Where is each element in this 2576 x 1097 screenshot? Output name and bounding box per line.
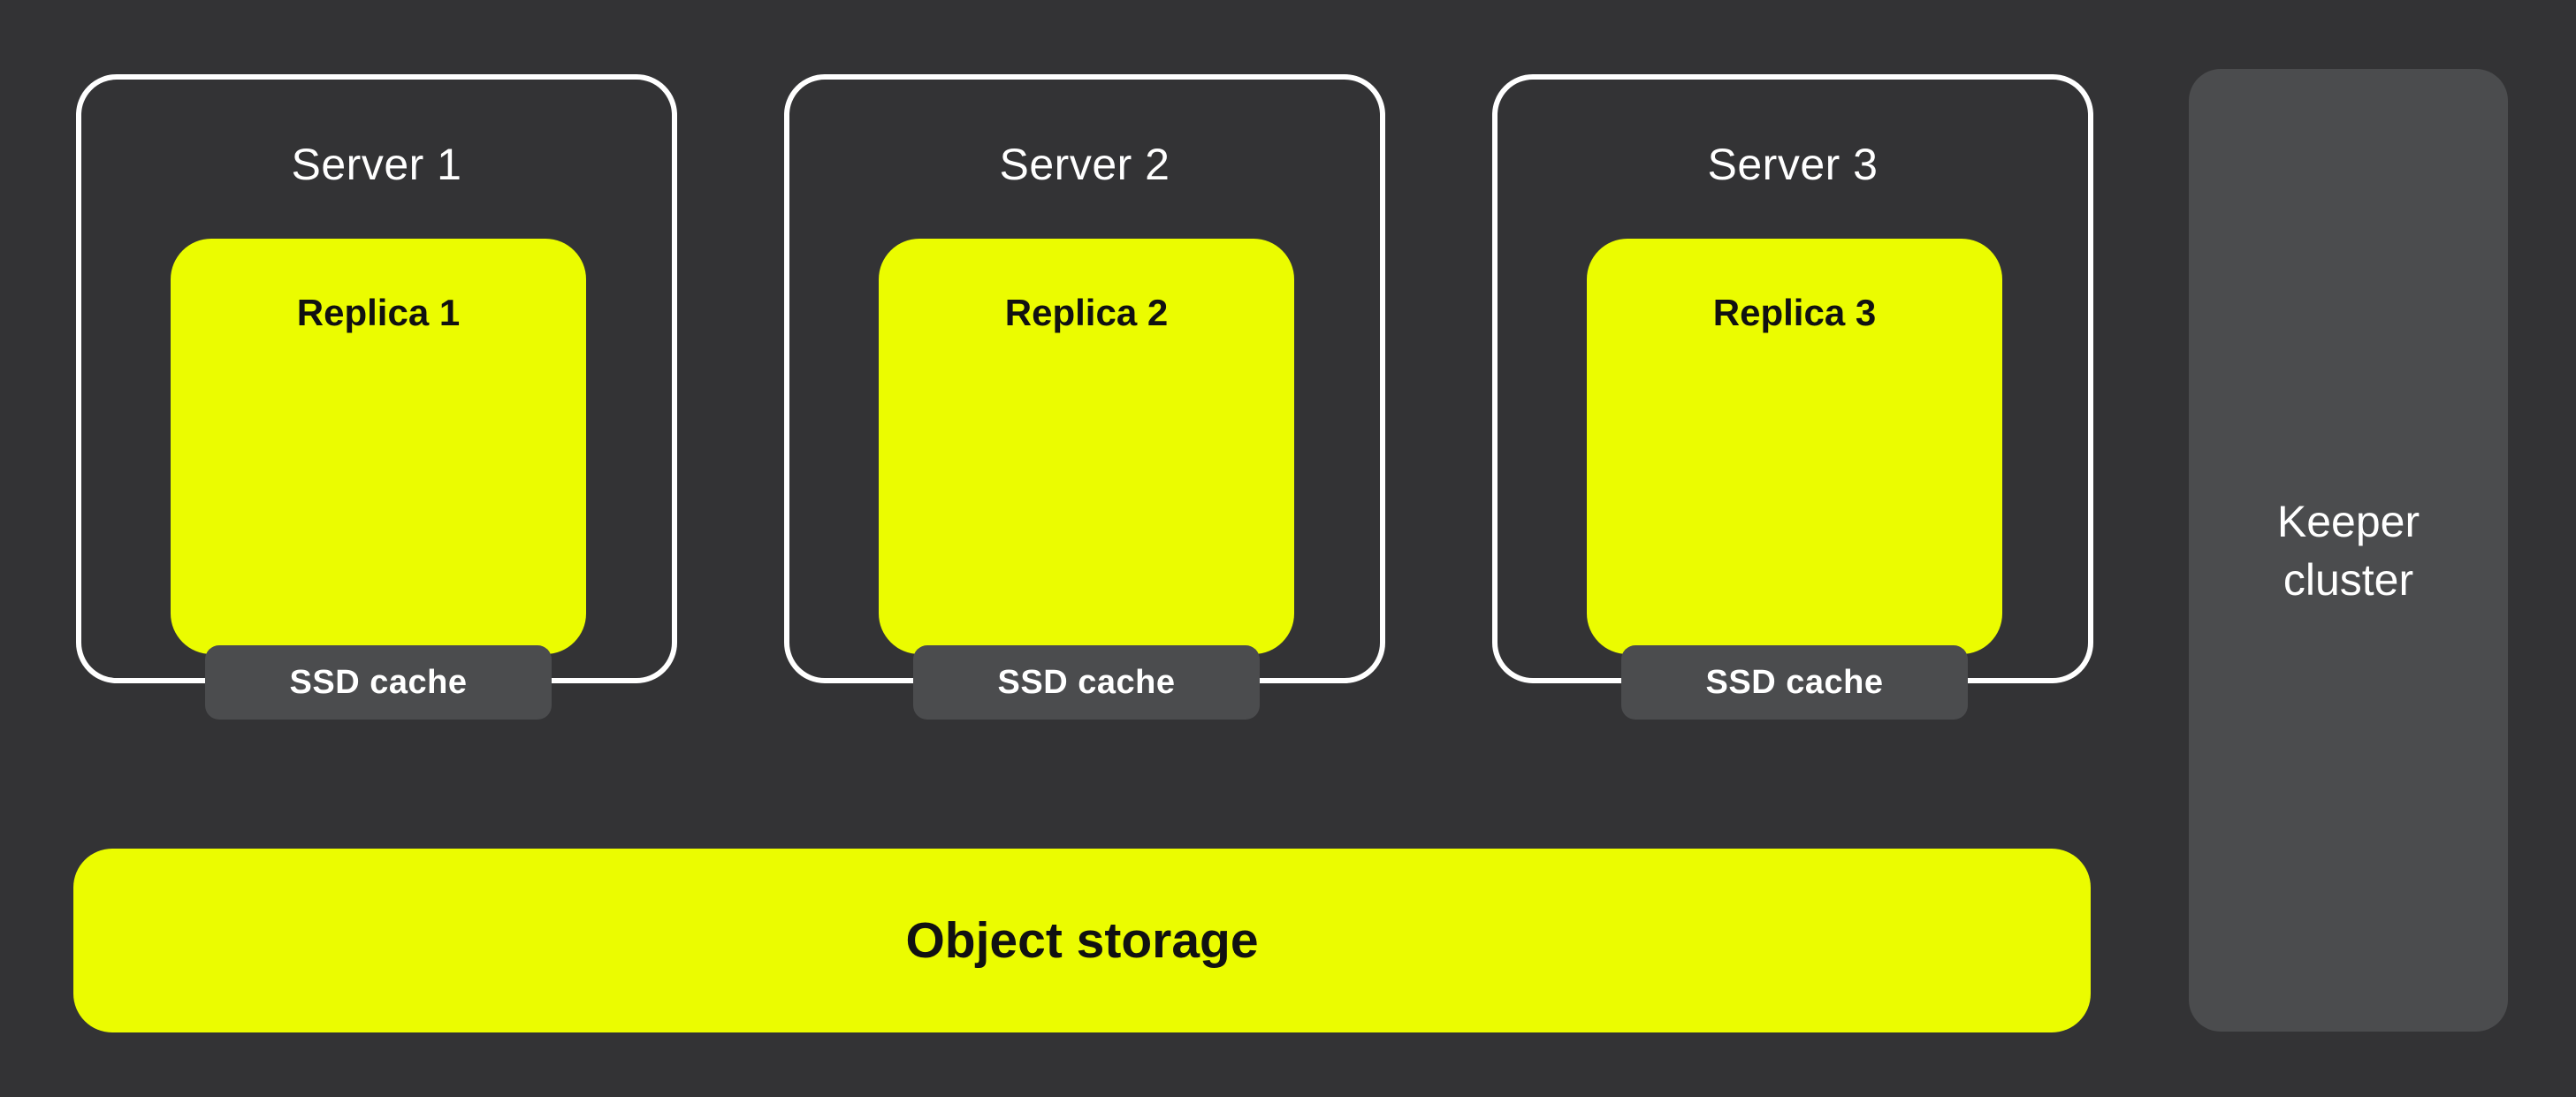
replica-3-label: Replica 3: [1712, 292, 1877, 333]
ssd-cache-label-1: SSD cache: [289, 663, 468, 701]
ssd-cache-label-2: SSD cache: [997, 663, 1176, 701]
replica-1-label: Replica 1: [296, 292, 461, 333]
server-3-label: Server 3: [1707, 140, 1879, 189]
ssd-cache-badge-1: SSD cache: [205, 645, 552, 720]
replica-2-box: Replica 2: [879, 239, 1294, 654]
ssd-cache-badge-2: SSD cache: [913, 645, 1260, 720]
server-1-box: Server 1 Replica 1 SSD cache: [76, 74, 677, 720]
replica-1-box: Replica 1: [171, 239, 586, 654]
server-1-label: Server 1: [291, 140, 462, 189]
server-2-label: Server 2: [999, 140, 1170, 189]
keeper-cluster-panel: Keeper cluster: [2189, 69, 2508, 1032]
keeper-cluster-label: Keeper cluster: [2276, 496, 2420, 605]
replica-3-box: Replica 3: [1587, 239, 2002, 654]
object-storage-label: Object storage: [905, 912, 1259, 969]
ssd-cache-badge-3: SSD cache: [1621, 645, 1968, 720]
object-storage-bar: Object storage: [73, 849, 2091, 1032]
replica-2-label: Replica 2: [1004, 292, 1169, 333]
server-3-box: Server 3 Replica 3 SSD cache: [1492, 74, 2093, 720]
server-2-box: Server 2 Replica 2 SSD cache: [784, 74, 1385, 720]
ssd-cache-label-3: SSD cache: [1705, 663, 1884, 701]
